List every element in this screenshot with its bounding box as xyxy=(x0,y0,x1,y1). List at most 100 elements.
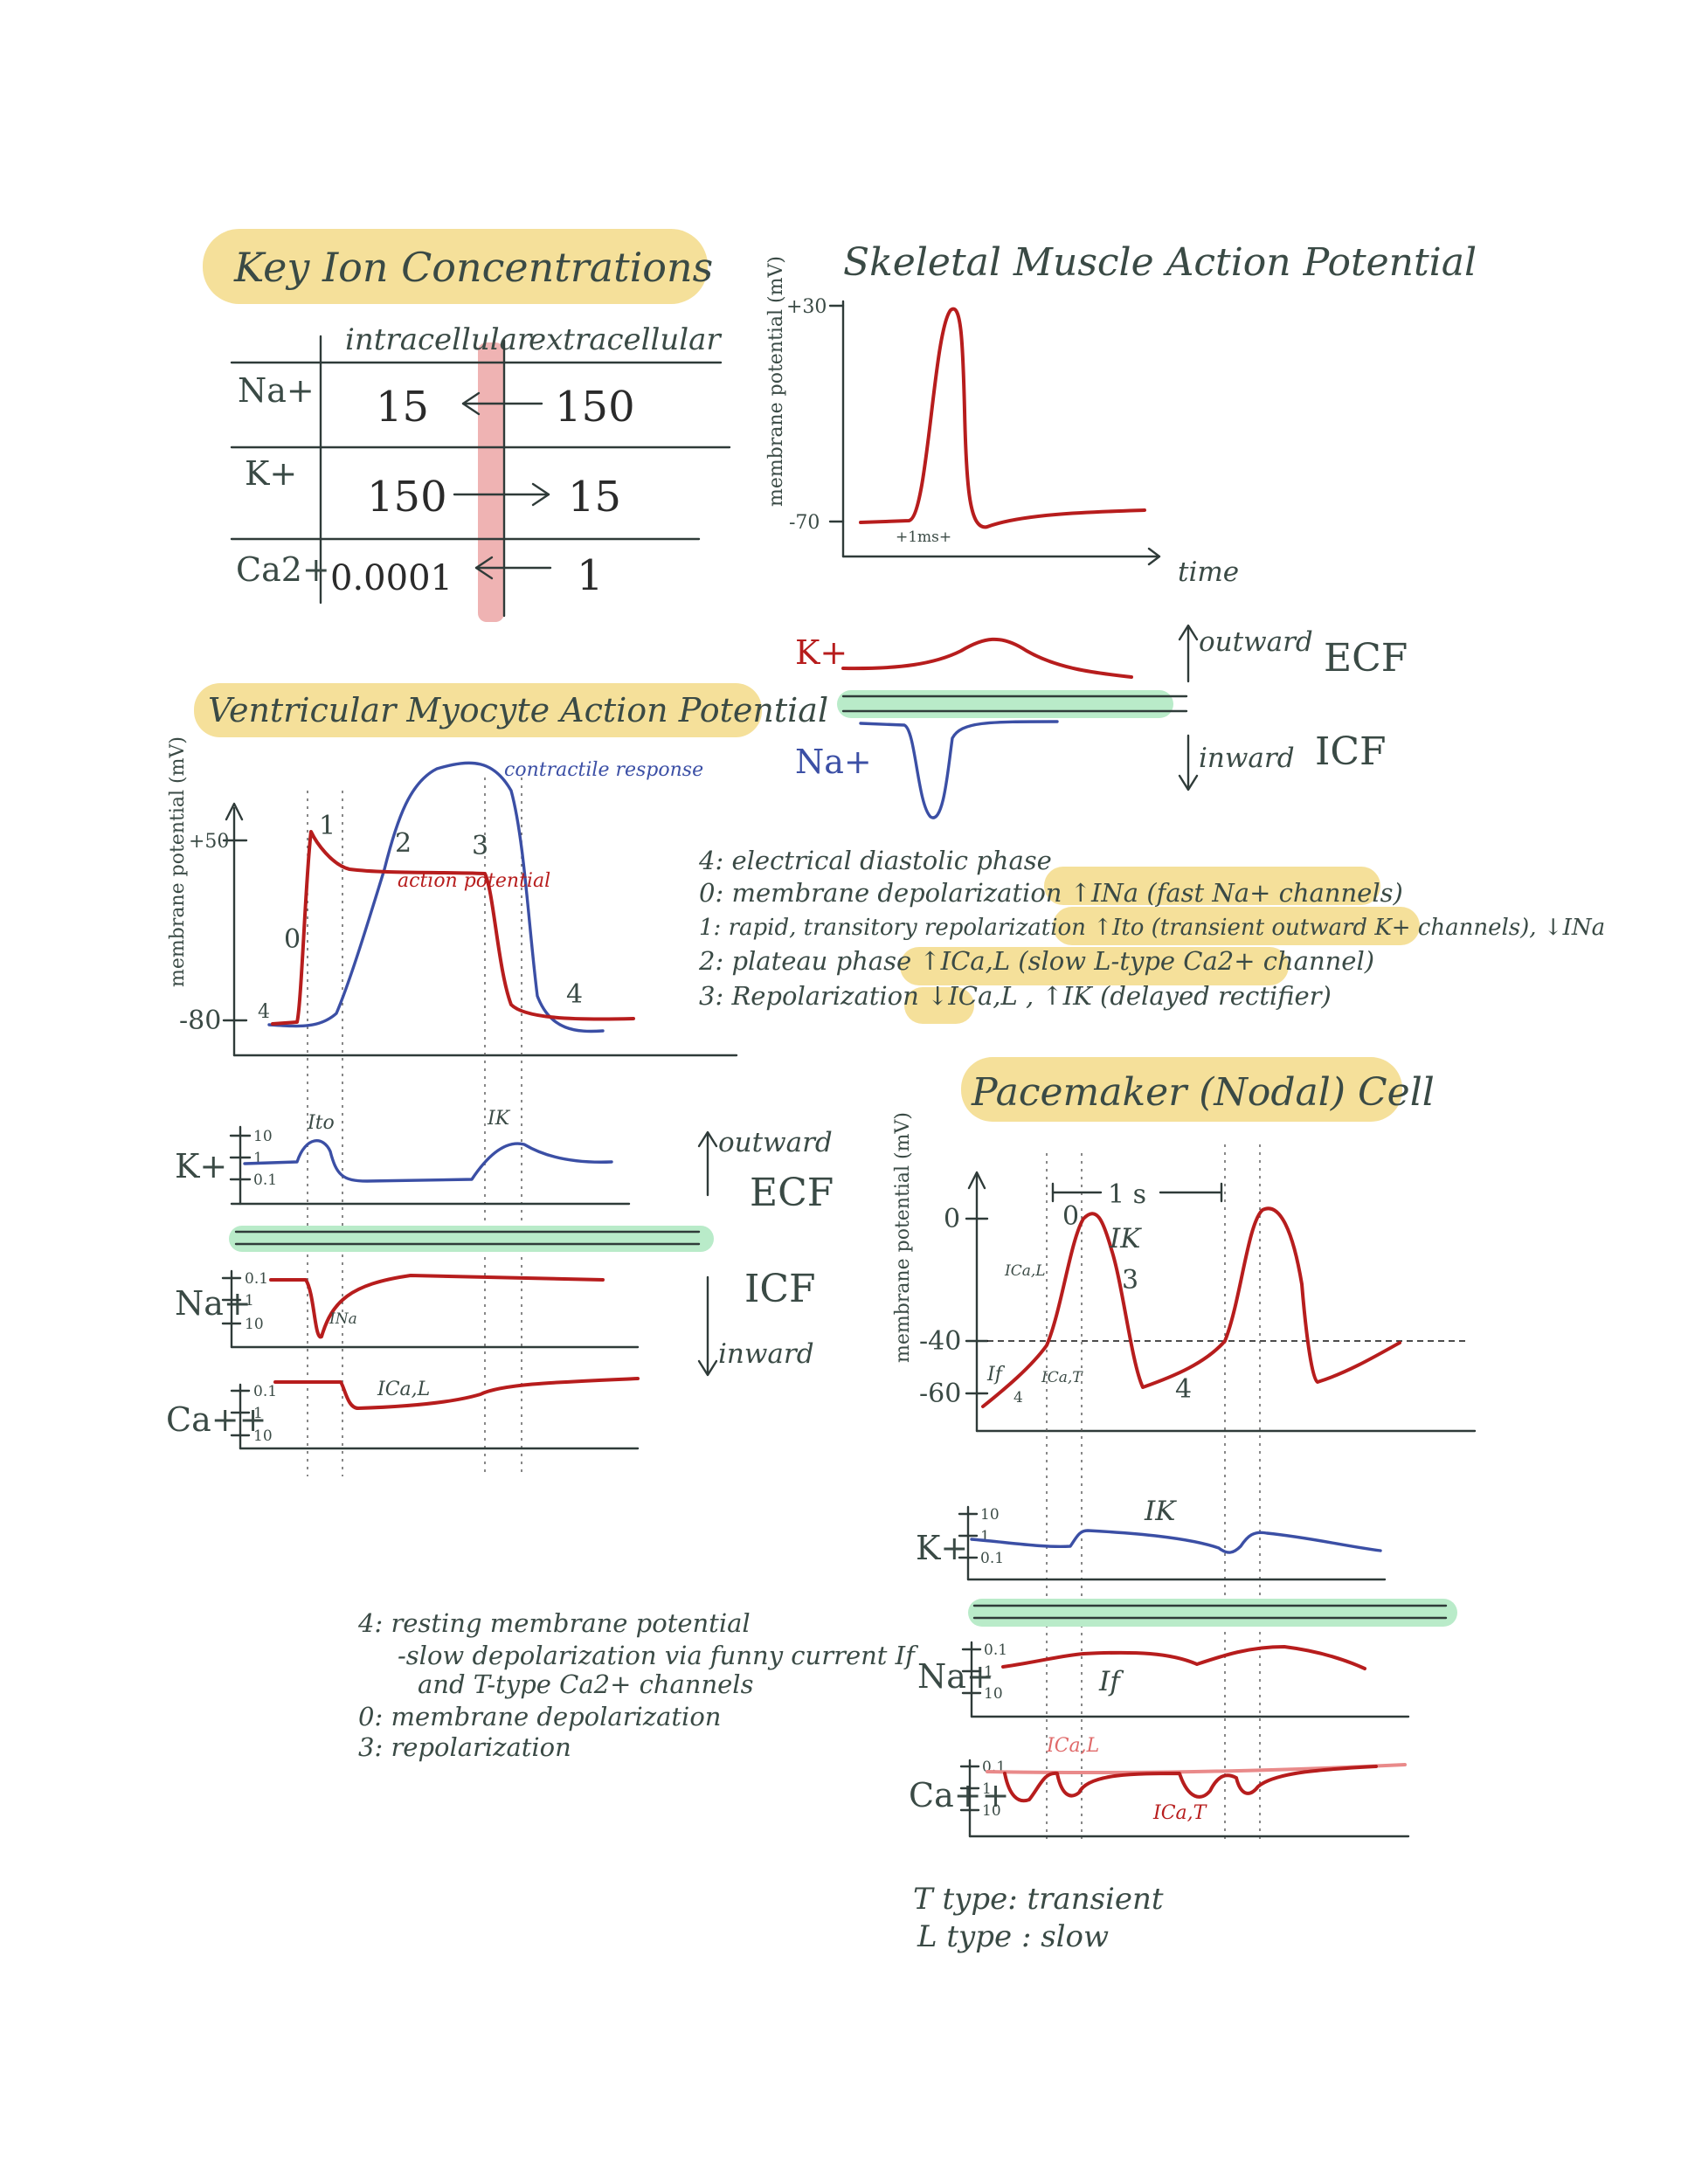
ions-title-highlight xyxy=(203,229,708,304)
table-cell: 1 xyxy=(577,551,604,600)
na-current-label: Na+ xyxy=(175,1284,252,1323)
ca-current-trace xyxy=(273,1377,640,1410)
membrane-band xyxy=(837,690,1173,718)
ik-label: IK xyxy=(487,1108,511,1130)
na-current-label: Na+ xyxy=(795,743,872,781)
table-cell: 150 xyxy=(555,383,635,432)
phase-label: 0 xyxy=(284,924,301,955)
table-cell: 0.0001 xyxy=(330,558,453,598)
na-current-trace xyxy=(269,1274,605,1339)
nodal-note: 0: membrane depolarization xyxy=(358,1702,721,1731)
phase-label: 3 xyxy=(472,831,488,861)
ca-t-current-trace xyxy=(1003,1765,1378,1803)
y-axis-label: membrane potential (mV) xyxy=(892,1112,914,1363)
phase-label: 3 xyxy=(1122,1265,1138,1296)
conc-tick: 10 xyxy=(980,1506,1000,1524)
ventricular-section: Ventricular Myocyte Action Potential +50… xyxy=(166,683,834,1476)
skeletal-action-potential xyxy=(859,307,1146,529)
type-note: T type: transient xyxy=(913,1882,1164,1917)
ions-title: Key Ion Concentrations xyxy=(233,244,713,291)
ion-label: Ca2+ xyxy=(236,550,330,589)
k-current-label: K+ xyxy=(175,1147,227,1185)
y-tick-label: +50 xyxy=(189,831,229,853)
y-axis-label: membrane potential (mV) xyxy=(167,736,189,987)
conc-tick: 10 xyxy=(253,1128,273,1145)
ecf-label: ECF xyxy=(750,1171,834,1215)
ecf-label: ECF xyxy=(1324,636,1408,681)
conc-tick: 1 xyxy=(980,1528,990,1545)
table-cell: 15 xyxy=(568,473,621,522)
membrane-band xyxy=(968,1599,1457,1627)
period-label: 1 s xyxy=(1108,1179,1146,1210)
outward-arrow-icon xyxy=(1178,624,1199,683)
conc-tick: 10 xyxy=(984,1685,1003,1703)
note-highlight xyxy=(904,987,974,1024)
ik-label: IK xyxy=(1144,1496,1177,1527)
outward-label: outward xyxy=(1199,626,1313,658)
icat-label: ICa,T xyxy=(1152,1802,1208,1824)
phase-label: 2 xyxy=(395,828,412,859)
phase-label: 4 xyxy=(1013,1389,1023,1406)
y-tick-label: -80 xyxy=(179,1006,221,1036)
k-current-trace xyxy=(841,637,1133,679)
ik-label: IK xyxy=(1109,1223,1142,1254)
inward-label: inward xyxy=(1199,743,1295,774)
conc-tick: 10 xyxy=(253,1427,273,1445)
phase-label: 1 xyxy=(319,811,336,841)
phase-note: 2: plateau phase ↑ICa,L (slow L-type Ca2… xyxy=(698,946,1374,976)
outward-arrow-icon xyxy=(453,482,550,507)
conc-tick: 1 xyxy=(982,1780,992,1798)
conc-tick: 1 xyxy=(253,1405,263,1422)
conc-tick: 0.1 xyxy=(984,1641,1007,1659)
y-axis-label: membrane potential (mV) xyxy=(765,256,787,507)
na-current-trace xyxy=(1001,1645,1366,1670)
conc-tick: 0.1 xyxy=(980,1550,1004,1567)
table-cell: 15 xyxy=(376,383,429,432)
note-highlight xyxy=(900,947,1289,985)
ical-label: ICa,L xyxy=(1004,1262,1046,1280)
conc-tick: 1 xyxy=(984,1663,993,1681)
nodal-note: 3: repolarization xyxy=(358,1732,571,1762)
icat-label: ICa,T xyxy=(1041,1369,1083,1386)
phase-note: 3: Repolarization ↓ICa,L , ↑IK (delayed … xyxy=(699,981,1332,1011)
table-cell: 150 xyxy=(367,473,447,522)
conc-tick: 1 xyxy=(245,1292,254,1310)
axis-arrow-icon xyxy=(967,1171,986,1190)
inward-label: inward xyxy=(718,1338,814,1370)
axis-arrow-icon xyxy=(225,802,244,821)
period-bracket xyxy=(1051,1182,1223,1203)
outward-arrow-icon xyxy=(697,1130,718,1197)
phase-note: 0: membrane depolarization ↑INa (fast Na… xyxy=(699,878,1403,908)
k-current-trace xyxy=(243,1139,613,1183)
if-label: If xyxy=(1098,1666,1124,1697)
intracellular-header: intracellular xyxy=(345,322,533,357)
ion-concentration-section: Key Ion Concentrations intracellular ext… xyxy=(203,229,731,622)
ventricular-title-highlight xyxy=(194,683,762,737)
nodal-note: and T-type Ca2+ channels xyxy=(418,1669,753,1699)
pacemaker-title-highlight xyxy=(961,1057,1402,1122)
nodal-notes: 4: resting membrane potential -slow depo… xyxy=(357,1608,919,1762)
x-axis-label: time xyxy=(1178,556,1239,588)
inward-arrow-icon xyxy=(461,391,543,416)
y-tick-label: -60 xyxy=(919,1379,961,1409)
ion-label: Na+ xyxy=(238,371,315,410)
nodal-note: 4: resting membrane potential xyxy=(357,1608,751,1638)
skeletal-title: Skeletal Muscle Action Potential xyxy=(843,240,1477,285)
action-potential-label: action potential xyxy=(398,870,550,892)
channel-type-notes: T type: transient L type : slow xyxy=(913,1882,1164,1954)
conc-tick: 0.1 xyxy=(245,1270,268,1288)
if-label: If xyxy=(986,1364,1006,1386)
phase-label: 0 xyxy=(1062,1201,1079,1232)
inward-arrow-icon xyxy=(1178,734,1199,791)
contractile-response-curve xyxy=(267,761,605,1033)
ventricular-title: Ventricular Myocyte Action Potential xyxy=(208,691,828,729)
outward-label: outward xyxy=(718,1127,833,1158)
phase-notes: 4: electrical diastolic phase 0: membran… xyxy=(698,846,1605,1024)
conc-tick: 10 xyxy=(982,1802,1001,1820)
phase-label: 4 xyxy=(566,979,583,1010)
skeletal-section: Skeletal Muscle Action Potential +30 -70… xyxy=(765,240,1477,819)
ical-label: ICa,L xyxy=(1046,1735,1099,1757)
ca-current-label: Ca++ xyxy=(166,1400,266,1439)
icf-label: ICF xyxy=(1315,729,1387,774)
